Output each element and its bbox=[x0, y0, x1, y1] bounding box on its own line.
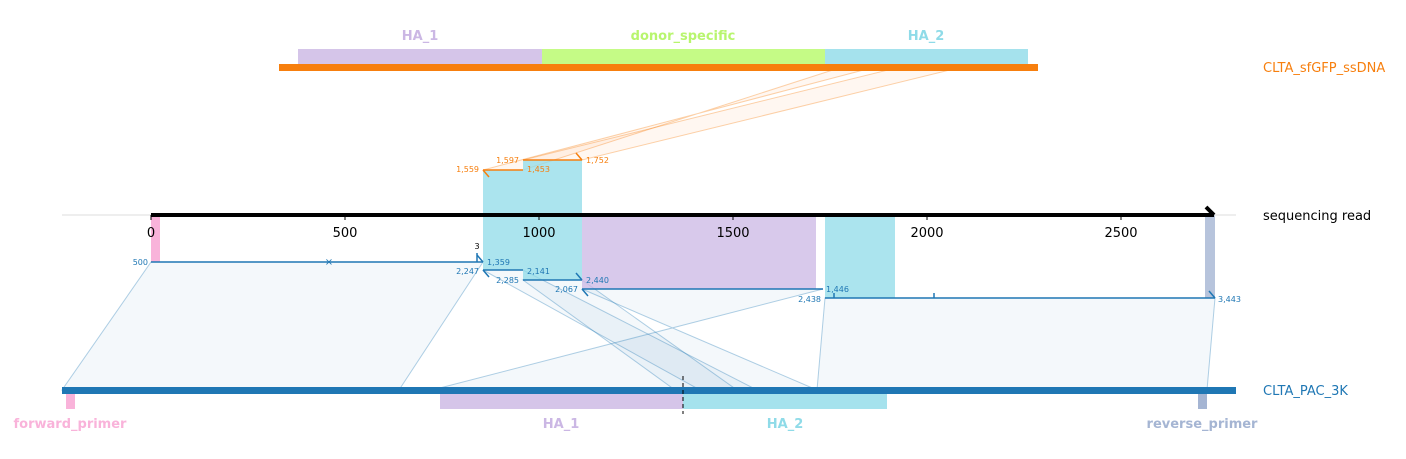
read-tick-label: 0 bbox=[147, 226, 155, 241]
coord-label: 1,559 bbox=[456, 165, 479, 174]
donor-alignment-arrow bbox=[482, 169, 490, 178]
forward-primer-shade bbox=[151, 215, 160, 262]
target-track: forward_primer HA_1 HA_2 reverse_primer … bbox=[14, 376, 1348, 432]
connection-poly bbox=[61, 261, 484, 391]
donor-feature-label-donor-specific: donor_specific bbox=[631, 29, 736, 44]
coord-label: 2,440 bbox=[586, 276, 609, 285]
coord-label: 1,597 bbox=[496, 156, 519, 165]
read-ticks bbox=[150, 215, 1122, 220]
donor-alignment-arrow bbox=[575, 152, 583, 161]
ha2-shade bbox=[523, 160, 582, 280]
read-tick-label: 2500 bbox=[1104, 226, 1137, 241]
coord-label: 2,141 bbox=[527, 267, 550, 276]
insertion-length-label: 3 bbox=[474, 242, 479, 251]
read-tick-label: 2000 bbox=[910, 226, 943, 241]
coord-label: 2,067 bbox=[555, 285, 578, 294]
ha2-shade bbox=[825, 215, 895, 298]
target-coords: 500 1,359 2,247 2,141 2,285 2,440 2,067 … bbox=[133, 258, 1241, 304]
donor-track-name: CLTA_sfGFP_ssDNA bbox=[1263, 61, 1385, 76]
coord-label: 1,359 bbox=[487, 258, 510, 267]
read-arrowhead bbox=[1204, 205, 1216, 217]
donor-feature-ha2 bbox=[825, 49, 1028, 65]
target-bar bbox=[62, 387, 1236, 394]
read-track-name: sequencing read bbox=[1263, 209, 1371, 224]
target-alignment-arrow bbox=[1208, 290, 1216, 299]
donor-alignments bbox=[482, 152, 583, 178]
coord-label: 2,438 bbox=[798, 295, 821, 304]
connection-poly bbox=[431, 288, 824, 391]
target-feature-forward-primer bbox=[66, 393, 75, 409]
donor-feature-donor-specific bbox=[542, 49, 825, 65]
target-alignment-arrow bbox=[575, 272, 583, 281]
read-tick-label: 1000 bbox=[522, 226, 555, 241]
mismatch-marker: × bbox=[325, 257, 333, 268]
donor-feature-ha1 bbox=[298, 49, 542, 65]
coord-label: 3,443 bbox=[1218, 295, 1241, 304]
target-alignment-arrow bbox=[581, 288, 589, 297]
read-feature-shading bbox=[151, 160, 1215, 298]
connection-poly bbox=[522, 66, 963, 161]
coord-label: 2,247 bbox=[456, 267, 479, 276]
target-feature-label-ha1: HA_1 bbox=[543, 417, 580, 432]
target-feature-label-reverse-primer: reverse_primer bbox=[1147, 417, 1259, 432]
reverse-primer-shade bbox=[1205, 215, 1215, 298]
target-feature-ha1 bbox=[440, 393, 683, 409]
coord-label: 2,285 bbox=[496, 276, 519, 285]
donor-feature-label-ha1: HA_1 bbox=[402, 29, 439, 44]
target-alignment-arrow bbox=[476, 254, 484, 263]
donor-coords: 1,559 1,453 1,597 1,752 bbox=[456, 156, 609, 174]
donor-connections bbox=[482, 66, 963, 171]
target-feature-reverse-primer bbox=[1198, 393, 1207, 409]
donor-track: HA_1 donor_specific HA_2 CLTA_sfGFP_ssDN… bbox=[279, 29, 1385, 76]
ha1-shade bbox=[582, 215, 816, 289]
connection-poly bbox=[482, 66, 876, 171]
read-track: 0 500 1000 1500 2000 2500 sequencing rea… bbox=[62, 205, 1371, 241]
ha2-shade bbox=[483, 170, 523, 270]
coord-label: 500 bbox=[133, 258, 148, 267]
coord-label: 1,453 bbox=[527, 165, 550, 174]
read-tick-label: 1500 bbox=[716, 226, 749, 241]
target-feature-label-forward-primer: forward_primer bbox=[14, 417, 128, 432]
target-feature-label-ha2: HA_2 bbox=[767, 417, 804, 432]
donor-feature-label-ha2: HA_2 bbox=[908, 29, 945, 44]
coord-label: 1,752 bbox=[586, 156, 609, 165]
target-track-name: CLTA_PAC_3K bbox=[1263, 384, 1348, 399]
donor-bar bbox=[279, 64, 1038, 71]
target-alignment-arrow bbox=[482, 269, 490, 278]
coord-label: 1,446 bbox=[826, 285, 849, 294]
target-alignments bbox=[151, 253, 1216, 299]
connection-poly bbox=[816, 297, 1216, 391]
read-tick-label: 500 bbox=[333, 226, 358, 241]
target-feature-ha2 bbox=[683, 393, 887, 409]
